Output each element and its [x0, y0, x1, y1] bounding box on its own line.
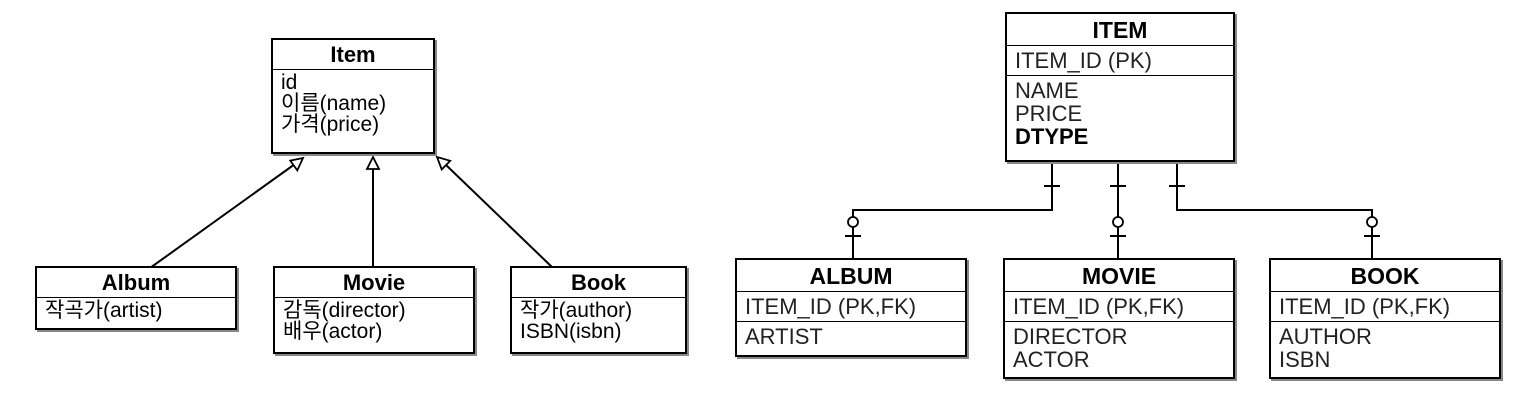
field: id: [281, 71, 298, 94]
table-item: ITEM ITEM_ID (PK) NAME PRICE DTYPE: [1005, 12, 1235, 162]
table-movie: MOVIE ITEM_ID (PK,FK) DIRECTOR ACTOR: [1003, 258, 1235, 379]
columns-section: ARTIST: [737, 322, 965, 351]
field: 감독(director): [283, 299, 406, 322]
table-name: BOOK: [1271, 260, 1499, 292]
field: 작곡가(artist): [45, 299, 163, 322]
class-name: Book: [512, 268, 685, 298]
inheritance-album-to-item: [149, 156, 305, 269]
column: AUTHOR: [1279, 324, 1372, 349]
inheritance-book-to-item: [435, 155, 554, 269]
table-name: ALBUM: [737, 260, 965, 292]
column: PRICE: [1015, 101, 1083, 126]
table-name: MOVIE: [1005, 260, 1233, 292]
field: ISBN(isbn): [520, 320, 622, 343]
columns-section: AUTHOR ISBN: [1271, 322, 1499, 374]
relation-item-book: [1169, 162, 1380, 258]
class-book: Book 작가(author) ISBN(isbn): [510, 266, 687, 354]
class-item: Item id 이름(name) 가격(price): [271, 38, 435, 154]
column-discriminator: DTYPE: [1015, 124, 1089, 149]
column-key: ITEM_ID (PK,FK): [1279, 294, 1451, 319]
class-fields: 감독(director) 배우(actor): [275, 298, 473, 344]
hollow-triangle-arrowhead: [365, 154, 381, 170]
class-album: Album 작곡가(artist): [35, 266, 237, 330]
class-fields: 작가(author) ISBN(isbn): [512, 298, 685, 344]
primary-key-section: ITEM_ID (PK,FK): [1005, 292, 1233, 322]
table-name: ITEM: [1007, 14, 1233, 46]
column: NAME: [1015, 78, 1079, 103]
primary-key-section: ITEM_ID (PK): [1007, 46, 1233, 76]
field: 배우(actor): [283, 320, 383, 343]
column: ACTOR: [1013, 347, 1090, 372]
class-name: Movie: [275, 268, 473, 298]
class-name: Album: [37, 268, 235, 298]
class-fields: id 이름(name) 가격(price): [273, 70, 433, 137]
column: DIRECTOR: [1013, 324, 1128, 349]
columns-section: NAME PRICE DTYPE: [1007, 76, 1233, 151]
column-key: ITEM_ID (PK,FK): [745, 294, 917, 319]
column-key: ITEM_ID (PK): [1015, 48, 1152, 73]
table-book: BOOK ITEM_ID (PK,FK) AUTHOR ISBN: [1269, 258, 1501, 379]
field: 가격(price): [281, 113, 380, 136]
columns-section: DIRECTOR ACTOR: [1005, 322, 1233, 374]
hollow-triangle-arrowhead: [435, 155, 452, 172]
class-fields: 작곡가(artist): [37, 298, 235, 323]
primary-key-section: ITEM_ID (PK,FK): [737, 292, 965, 322]
field: 이름(name): [281, 92, 387, 115]
primary-key-section: ITEM_ID (PK,FK): [1271, 292, 1499, 322]
column: ARTIST: [745, 324, 823, 349]
relation-item-album: [845, 162, 1060, 258]
table-album: ALBUM ITEM_ID (PK,FK) ARTIST: [735, 258, 967, 357]
class-movie: Movie 감독(director) 배우(actor): [273, 266, 475, 354]
inheritance-movie-to-item: [365, 154, 381, 268]
class-name: Item: [273, 40, 433, 70]
hollow-triangle-arrowhead: [288, 156, 305, 173]
column-key: ITEM_ID (PK,FK): [1013, 294, 1185, 319]
relation-item-movie: [1110, 162, 1126, 258]
column: ISBN: [1279, 347, 1331, 372]
field: 작가(author): [520, 299, 633, 322]
